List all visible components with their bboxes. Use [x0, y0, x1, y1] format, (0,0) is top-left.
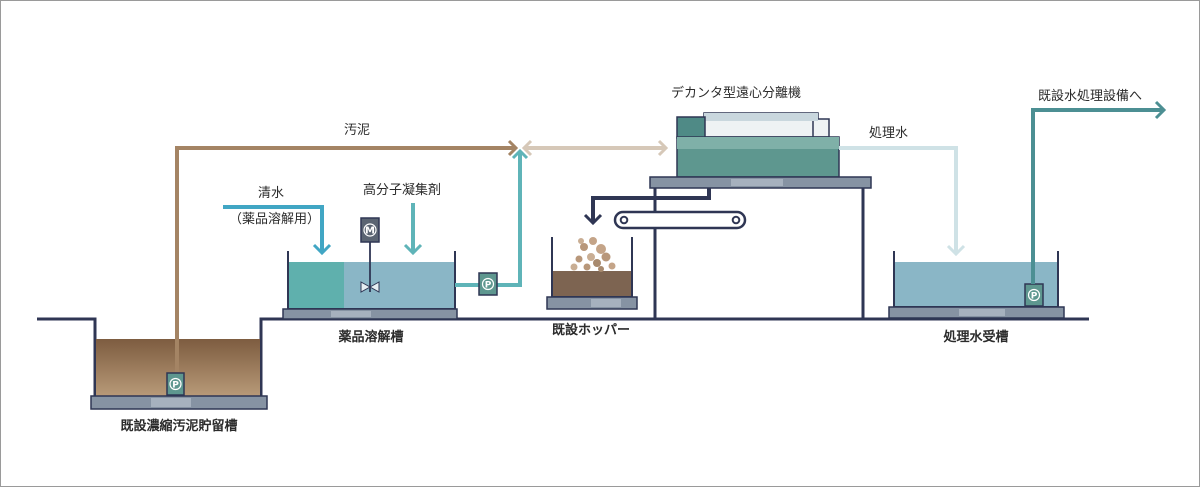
polymer-line	[403, 203, 423, 256]
clean-water-label: 清水	[258, 186, 284, 201]
svg-text:P: P	[172, 380, 179, 390]
polymer-label: 高分子凝集剤	[363, 182, 441, 198]
pump-icon: P	[166, 372, 185, 396]
clean-water-line	[223, 205, 332, 256]
chem-tank-label: 薬品溶解槽	[337, 329, 403, 345]
svg-text:P: P	[1031, 291, 1038, 301]
cake-discharge-line	[583, 188, 711, 226]
pump-icon: P	[478, 272, 498, 296]
existing-hopper	[546, 237, 638, 310]
hopper-label: 既設ホッパー	[552, 322, 630, 338]
decanter-stand	[653, 188, 865, 319]
outflow-line	[1031, 100, 1167, 284]
sludge-flow-label: 汚泥	[344, 123, 370, 138]
sludge-line	[175, 139, 669, 372]
clean-water-note: （薬品溶解用）	[229, 212, 320, 227]
treated-tank-label: 処理水受槽	[942, 329, 1008, 345]
conveyor-icon	[613, 210, 747, 230]
treated-flow-label: 処理水	[869, 126, 908, 141]
chemical-feed-line	[455, 148, 529, 287]
agitator-icon	[360, 242, 380, 293]
svg-text:M: M	[365, 226, 375, 237]
sludge-tank-label: 既設濃縮汚泥貯留槽	[120, 418, 237, 434]
treated-water-line	[839, 146, 966, 257]
decanter-label: デカンタ型遠心分離機	[671, 85, 801, 101]
motor-icon: M	[360, 217, 380, 243]
decanter-centrifuge	[649, 112, 872, 189]
svg-text:P: P	[485, 280, 492, 290]
sludge-cake	[570, 237, 616, 272]
to-existing-label: 既設水処理設備へ	[1038, 88, 1142, 104]
ground-line	[37, 317, 1089, 396]
pump-icon: P	[1024, 283, 1044, 307]
